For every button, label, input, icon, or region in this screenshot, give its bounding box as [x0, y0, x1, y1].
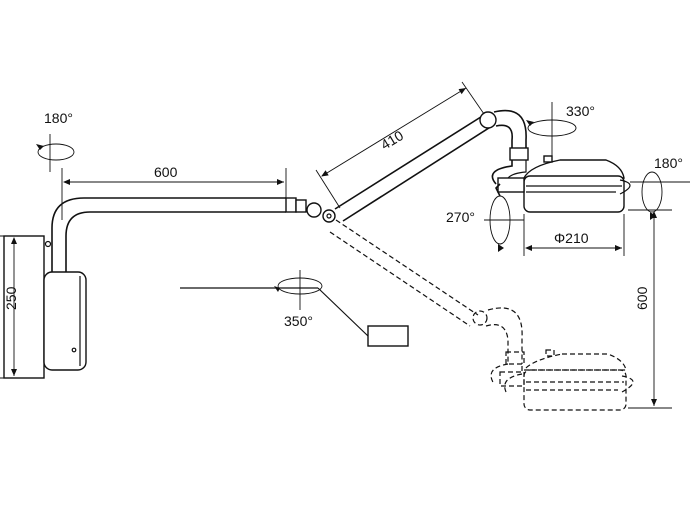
dim-drop-height [628, 209, 672, 409]
rotation-arm-joint [526, 102, 577, 160]
arm-joint [306, 202, 336, 223]
rotation-base [274, 270, 323, 310]
dim-horizontal-arm-label: 600 [154, 164, 178, 180]
control-box-assembly [180, 287, 409, 347]
dim-upper-arm-label: 410 [378, 127, 406, 153]
rotation-wall-pivot-label: 180° [44, 110, 73, 126]
dim-wall-bracket [0, 235, 30, 379]
rotation-arm-joint-label: 330° [566, 103, 595, 119]
dim-drop-height-label: 600 [634, 286, 650, 310]
wall-mount [3, 235, 87, 379]
dim-head-diameter [523, 214, 625, 256]
rotation-base-label: 350° [284, 313, 313, 329]
dim-horizontal-arm [61, 168, 287, 220]
horizontal-arm [90, 197, 307, 213]
dim-wall-bracket-label: 250 [3, 286, 19, 310]
vertical-post [51, 197, 91, 272]
rotation-head-tilt-label: 180° [654, 155, 683, 171]
rotation-head-swivel-label: 270° [446, 209, 475, 225]
upper-arm [334, 109, 529, 222]
rotation-head-tilt [630, 171, 690, 220]
dim-upper-arm [315, 81, 485, 209]
dim-head-diameter-label: Φ210 [554, 230, 589, 246]
lamp-head [495, 155, 631, 213]
rotation-wall-pivot [36, 134, 75, 172]
lowered-position-outline [329, 219, 634, 411]
rotation-head-swivel [484, 195, 524, 252]
